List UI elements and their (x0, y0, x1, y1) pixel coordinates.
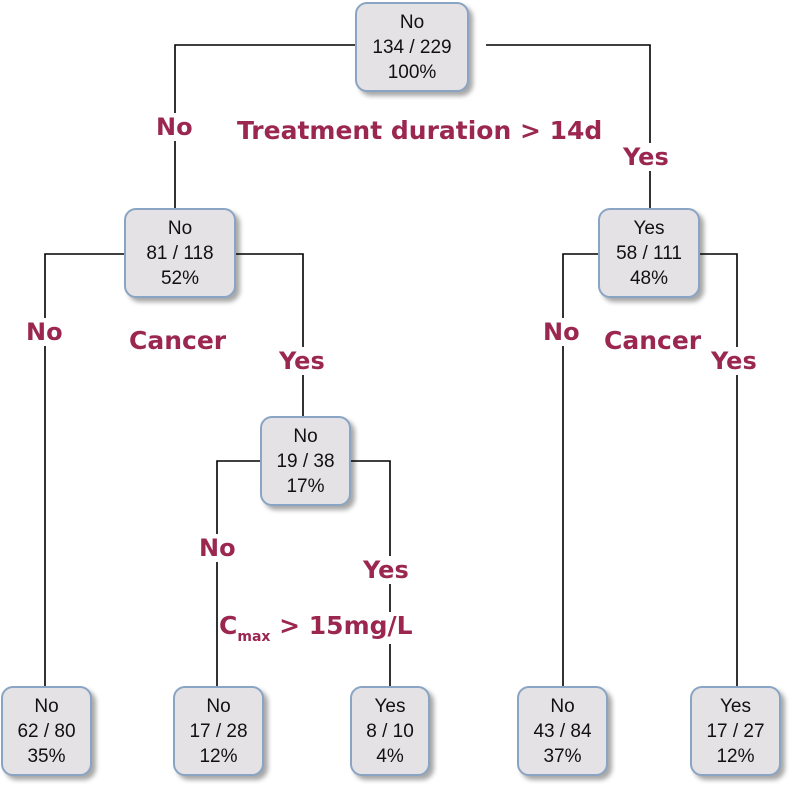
tree-leaf-4: No 43 / 84 37% (517, 686, 608, 776)
node-percent: 52% (160, 267, 200, 289)
split-label-cmax: Cmax > 15mg/L (218, 611, 414, 645)
tree-leaf-2: No 17 / 28 12% (173, 686, 264, 776)
node-class: Yes (720, 695, 751, 717)
node-ratio: 19 / 38 (276, 450, 335, 472)
edge-root-left (174, 44, 356, 208)
node-class: Yes (633, 217, 665, 239)
node-class: No (34, 695, 59, 717)
split-label-treatment-duration: Treatment duration > 14d (236, 116, 604, 145)
tree-leaf-5: Yes 17 / 27 12% (690, 686, 781, 776)
edge-cmax-left (216, 460, 262, 686)
node-class: No (167, 217, 193, 239)
node-ratio: 58 / 111 (616, 242, 682, 264)
edge-left-right (235, 253, 304, 416)
node-percent: 100% (387, 61, 437, 83)
tree-leaf-3: Yes 8 / 10 4% (350, 686, 430, 776)
edge-left-left (44, 253, 125, 686)
split-label-cancer-left: Cancer (128, 326, 228, 355)
node-percent: 17% (286, 475, 325, 497)
node-ratio: 43 / 84 (533, 720, 592, 742)
node-class: No (293, 425, 318, 447)
node-percent: 12% (199, 745, 238, 767)
node-percent: 37% (543, 745, 582, 767)
node-percent: 12% (716, 745, 755, 767)
tree-node-root: No 134 / 229 100% (355, 2, 469, 92)
node-percent: 48% (629, 267, 669, 289)
node-percent: 35% (27, 745, 66, 767)
node-percent: 4% (376, 745, 404, 767)
node-ratio: 81 / 118 (146, 242, 214, 264)
edge-cmax-right (350, 460, 391, 686)
branch-label-cmax-yes: Yes (362, 556, 410, 584)
node-ratio: 8 / 10 (366, 720, 414, 742)
cmax-subscript: max (237, 629, 271, 645)
edge-right-left (562, 253, 600, 686)
branch-label-left-yes: Yes (278, 347, 326, 375)
node-ratio: 134 / 229 (372, 36, 452, 58)
branch-label-root-no: No (155, 113, 194, 141)
node-class: No (550, 695, 575, 717)
node-class: Yes (374, 695, 406, 717)
branch-label-left-no: No (25, 318, 64, 346)
cmax-main: C (219, 611, 238, 640)
node-ratio: 17 / 28 (189, 720, 248, 742)
branch-label-right-yes: Yes (710, 347, 758, 375)
node-class: No (206, 695, 231, 717)
edge-right-right (700, 253, 738, 686)
split-label-cancer-right: Cancer (603, 326, 703, 355)
branch-label-right-no: No (542, 318, 581, 346)
node-ratio: 17 / 27 (706, 720, 765, 742)
node-ratio: 62 / 80 (17, 720, 76, 742)
cmax-condition: > 15mg/L (270, 611, 413, 640)
branch-label-root-yes: Yes (622, 143, 670, 171)
branch-label-cmax-no: No (198, 534, 237, 562)
tree-node-right: Yes 58 / 111 48% (598, 208, 700, 298)
tree-node-left: No 81 / 118 52% (124, 208, 236, 298)
tree-node-cmax: No 19 / 38 17% (260, 416, 351, 506)
tree-leaf-1: No 62 / 80 35% (1, 686, 92, 776)
node-class: No (399, 11, 425, 33)
